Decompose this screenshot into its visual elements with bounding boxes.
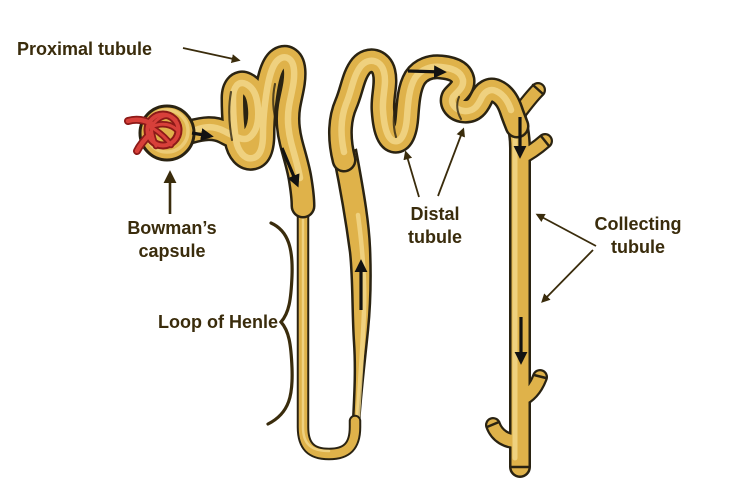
branch-cut-end [539, 134, 551, 148]
ascending-limb-highlight [355, 212, 367, 419]
collecting-tubule-shape [485, 82, 553, 478]
proximal-label-arrow [182, 47, 241, 64]
thin-limb-outline [296, 197, 362, 461]
glomerulus [124, 110, 183, 155]
label-text: Loop of Henle [158, 312, 278, 332]
branch-cut-end [532, 373, 548, 380]
flow-arrow-proximal-descent [280, 147, 300, 188]
distal-label-arrow-left [403, 150, 420, 198]
label-text: Bowman’s [127, 218, 217, 238]
branch-cut-end [485, 420, 501, 429]
flow-arrow-distal [407, 65, 447, 79]
flow-arrow-capsule-exit [191, 128, 214, 141]
label-text: Collecting [594, 214, 682, 234]
label-distal-tubule: Distal tubule [385, 203, 485, 249]
branch-cut-end [531, 83, 545, 96]
fold-crease [456, 95, 463, 121]
flow-arrows [191, 65, 528, 365]
thin-limb [298, 199, 360, 459]
annotations [163, 47, 597, 426]
fold-crease [228, 90, 234, 142]
proximal-highlight [192, 54, 304, 182]
proximal-tubule-shape [177, 44, 316, 219]
label-proximal-tubule: Proximal tubule [17, 38, 152, 61]
thin-limb-highlight [301, 208, 331, 453]
label-text: Distal [410, 204, 460, 224]
label-text: tubule [611, 237, 665, 257]
distal-label-arrow-right [437, 127, 465, 197]
label-loop-of-henle: Loop of Henle [133, 311, 278, 334]
label-text: Proximal tubule [17, 39, 153, 59]
loop-of-henle-shape [296, 148, 372, 461]
fold-crease [392, 102, 398, 139]
collecting-label-arrow-lower [541, 249, 594, 303]
label-text: tubule [408, 227, 462, 247]
fold-crease [272, 82, 279, 126]
collecting-label-arrow-upper [535, 213, 597, 247]
label-bowmans-capsule: Bowman’s capsule [112, 217, 232, 263]
loop-of-henle-brace [266, 221, 294, 426]
bowmans-capsule-shape [124, 104, 196, 162]
label-collecting-tubule: Collecting tubule [582, 213, 694, 259]
distal-tubule-shape [328, 48, 530, 173]
label-text: capsule [138, 241, 206, 261]
distal-highlight [338, 57, 515, 156]
